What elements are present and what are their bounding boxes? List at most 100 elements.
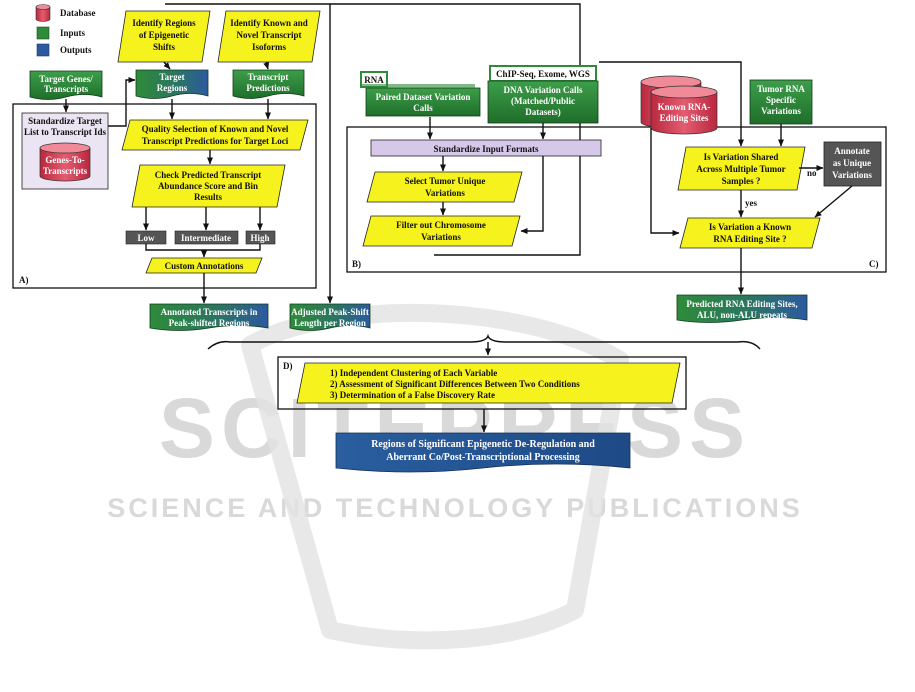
panel-bc-edges — [427, 61, 853, 295]
legend-inputs-label: Inputs — [60, 28, 86, 38]
legend-outputs-label: Outputs — [60, 45, 92, 55]
dna-tag-label: ChIP-Seq, Exome, WGS — [496, 69, 590, 79]
paired-line2: Calls — [413, 103, 433, 113]
tumor-specific-line1: Tumor RNA — [757, 84, 805, 94]
panel-b-label: B) — [352, 259, 361, 269]
identify-isoforms-line2: Novel Transcript — [237, 30, 302, 40]
database-icon-top — [35, 4, 51, 10]
known-rna-db: Known RNA-Editing Sites — [640, 75, 718, 135]
database-icon — [35, 7, 51, 22]
genes-db-line2: Transcripts — [43, 166, 88, 176]
identify-isoforms-line1: Identify Known and — [230, 18, 308, 28]
bin-intermediate-label: Intermediate — [181, 233, 231, 243]
panel-bc-frame — [346, 126, 887, 273]
standardize-formats-box: Standardize Input Formats — [370, 139, 602, 157]
panel-d-step-3: 3) Determination of a False Discovery Ra… — [330, 390, 495, 400]
known-site-line2: RNA Editing Site ? — [713, 234, 786, 244]
output-swatch — [36, 43, 50, 57]
bin-high-label: High — [250, 233, 269, 243]
bin-low: Low — [125, 230, 167, 245]
shared-decision-line1: Is Variation Shared — [704, 152, 779, 162]
rna-tag-label: RNA — [364, 75, 384, 85]
legend-inputs: Inputs — [36, 26, 86, 40]
dna-calls-line3: Datasets) — [525, 107, 561, 117]
transcript-predictions-line2: Predictions — [246, 83, 290, 93]
custom-annotations-box: Custom Annotations — [145, 257, 263, 274]
transcript-predictions-line1: Transcript — [248, 72, 289, 82]
legend-database: Database — [35, 4, 96, 22]
predicted-rna-output: Predicted RNA Editing Sites,ALU, non-ALU… — [676, 294, 808, 323]
paired-line1: Paired Dataset Variation — [376, 92, 471, 102]
svg-text:Quality Selection of Known and: Quality Selection of Known and NovelTran… — [142, 124, 289, 146]
tumor-specific-line3: Variations — [761, 106, 801, 116]
predicted-line2: ALU, non-ALU repeats — [697, 310, 788, 320]
peakshift-line2: Length per Region — [294, 318, 366, 328]
identify-regions-line2: of Epigenetic — [139, 30, 189, 40]
annotate-unique-line3: Variations — [832, 170, 872, 180]
select-tumor-line2: Variations — [425, 188, 465, 198]
custom-annotations-label: Custom Annotations — [165, 261, 244, 271]
known-site-line1: Is Variation a Known — [709, 222, 791, 232]
dna-tag: ChIP-Seq, Exome, WGS — [489, 65, 597, 82]
merge-bracket — [207, 333, 761, 356]
target-genes-line2: Transcripts — [44, 84, 89, 94]
svg-text:Known RNA-Editing Sites: Known RNA-Editing Sites — [658, 102, 711, 123]
panel-d: D) 1) Independent Clustering of Each Var… — [277, 356, 687, 473]
watermark: SCITEPRESS SCIENCE AND TECHNOLOGY PUBLIC… — [107, 303, 800, 650]
known-rna-line2: Editing Sites — [660, 113, 709, 123]
svg-text:Predicted RNA Editing Sites,AL: Predicted RNA Editing Sites,ALU, non-ALU… — [686, 299, 797, 320]
panel-a-frame — [12, 103, 317, 289]
genes-to-transcripts-db: Genes-To-Transcripts — [39, 142, 91, 182]
legend-database-label: Database — [60, 8, 96, 18]
known-rna-line1: Known RNA- — [658, 102, 711, 112]
dna-calls-line1: DNA Variation Calls — [503, 85, 583, 95]
shared-decision-line2: Across Multiple Tumor — [696, 164, 785, 174]
bin-intermediate: Intermediate — [174, 230, 239, 245]
final-output-line1: Regions of Significant Epigenetic De-Reg… — [371, 439, 595, 450]
bin-high: High — [245, 230, 276, 245]
svg-text:Target Genes/Transcripts: Target Genes/Transcripts — [39, 74, 93, 94]
check-predicted-line2: Abundance Score and Bin — [158, 181, 258, 191]
target-regions-line2: Regions — [157, 83, 188, 93]
panel-d-steps: 1) Independent Clustering of Each Variab… — [330, 368, 580, 400]
yes-label: yes — [745, 198, 757, 208]
final-output: Regions of Significant Epigenetic De-Reg… — [335, 432, 631, 473]
panel-d-step-2: 2) Assessment of Significant Differences… — [330, 379, 580, 389]
target-genes-input: Target Genes/Transcripts — [29, 70, 103, 100]
watermark-swoosh — [241, 303, 629, 650]
svg-text:DNA Variation Calls(Matched/Pu: DNA Variation Calls(Matched/PublicDatase… — [503, 85, 583, 117]
input-swatch — [36, 26, 50, 40]
identify-isoforms-line3: Isoforms — [252, 42, 286, 52]
annotate-unique-line2: as Unique — [833, 158, 871, 168]
shared-decision-line3: Samples ? — [722, 176, 761, 186]
standardize-target-line1: Standardize Target — [28, 116, 102, 126]
quality-selection-line1: Quality Selection of Known and Novel — [142, 124, 289, 134]
panel-a-label: A) — [19, 275, 29, 285]
